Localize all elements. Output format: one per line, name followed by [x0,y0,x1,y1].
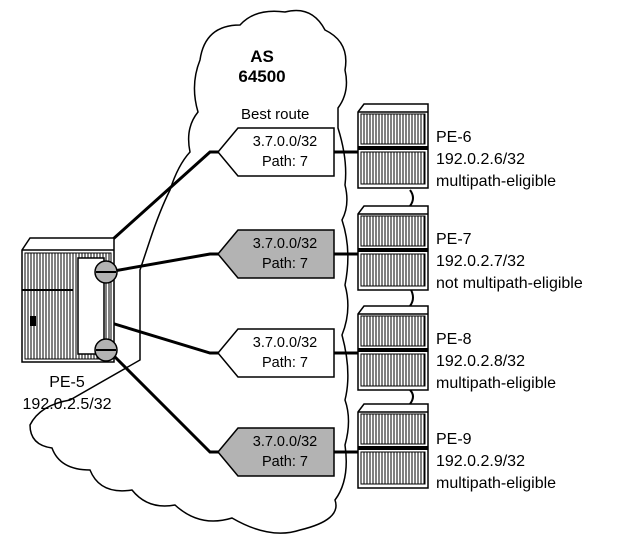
route-path: Path: 7 [262,355,308,371]
router-address: 192.0.2.8/32 [436,353,525,370]
route-tag-4: 3.7.0.0/32 Path: 7 [217,427,335,477]
route-tag-1: 3.7.0.0/32 Path: 7 [217,127,335,177]
route-path: Path: 7 [262,256,308,272]
route-prefix: 3.7.0.0/32 [253,134,318,150]
pe5-address: 192.0.2.5/32 [23,396,112,413]
router-name: PE-8 [436,331,472,348]
router-address: 192.0.2.6/32 [436,151,525,168]
route-tag-shape [217,229,335,279]
route-tag-2: 3.7.0.0/32 Path: 7 [217,229,335,279]
route-tag-shape [217,328,335,378]
best-route-label: Best route [241,106,309,123]
router-status: multipath-eligible [436,475,556,492]
router-pe6-icon [357,103,429,189]
route-prefix: 3.7.0.0/32 [253,335,318,351]
router-status: multipath-eligible [436,173,556,190]
route-tag-shape [217,127,335,177]
router-address: 192.0.2.9/32 [436,453,525,470]
router-status: multipath-eligible [436,375,556,392]
pe5-name: PE-5 [49,374,85,391]
router-name: PE-7 [436,231,472,248]
router-pe7-icon [357,205,429,291]
route-tag-3: 3.7.0.0/32 Path: 7 [217,328,335,378]
router-pe9-icon [357,403,429,489]
router-status: not multipath-eligible [436,275,583,292]
as-label: AS [250,47,274,66]
route-prefix: 3.7.0.0/32 [253,434,318,450]
router-pe8-icon [357,305,429,391]
route-path: Path: 7 [262,154,308,170]
route-tag-shape [217,427,335,477]
router-labels: PE-6 192.0.2.6/32 multipath-eligible PE-… [436,129,583,492]
route-path: Path: 7 [262,454,308,470]
router-name: PE-9 [436,431,472,448]
as-number: 64500 [238,67,285,86]
router-name: PE-6 [436,129,472,146]
router-address: 192.0.2.7/32 [436,253,525,270]
router-pe5-icon [21,237,118,363]
route-prefix: 3.7.0.0/32 [253,236,318,252]
